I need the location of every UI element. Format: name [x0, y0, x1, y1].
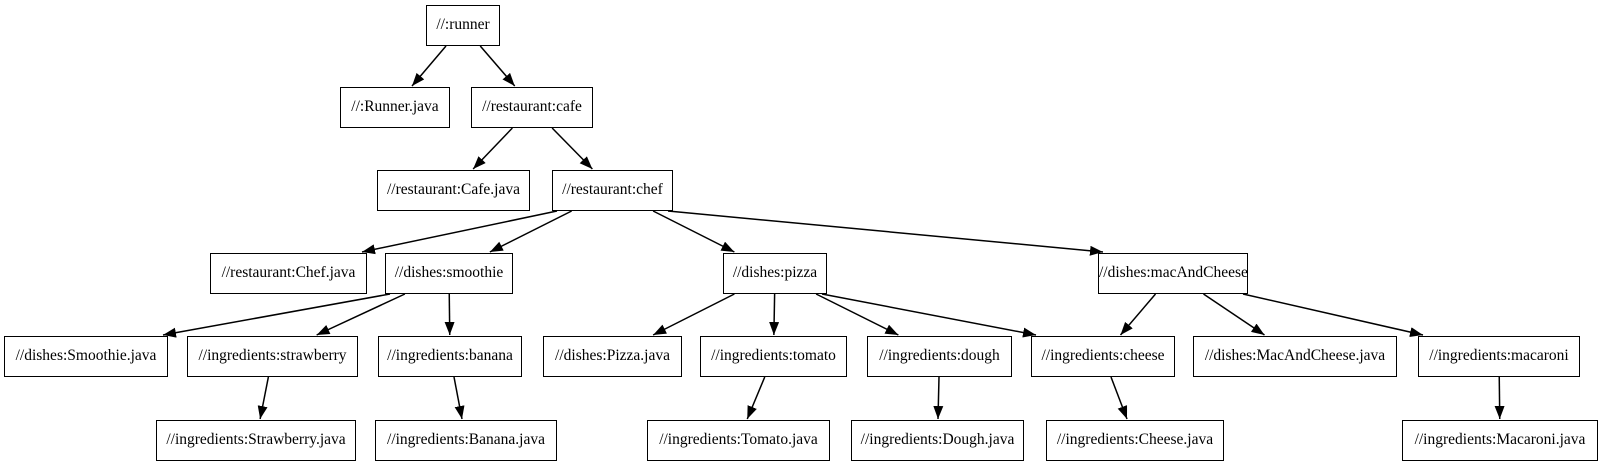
node-macaroni-java: //ingredients:Macaroni.java — [1402, 420, 1598, 461]
node-runner: //:runner — [426, 5, 500, 46]
node-pizza-java: //dishes:Pizza.java — [543, 336, 682, 377]
node-tomato: //ingredients:tomato — [700, 336, 847, 377]
node-chef: //restaurant:chef — [552, 170, 673, 211]
node-runner-java: //:Runner.java — [340, 87, 450, 128]
edge-mac_and_cheese-to-macaroni — [1242, 293, 1424, 337]
edge-smoothie-to-smoothie_java — [162, 293, 391, 338]
edge-runner-to-runner_java — [411, 45, 447, 87]
edge-pizza-to-cheese — [821, 293, 1037, 338]
edge-runner-to-cafe — [479, 45, 516, 87]
edge-chef-to-chef_java — [361, 210, 558, 255]
node-chef-java: //restaurant:Chef.java — [210, 253, 367, 294]
node-cafe-java: //restaurant:Cafe.java — [377, 170, 530, 211]
edge-smoothie-to-strawberry — [316, 293, 406, 336]
edge-tomato-to-tomato_java — [746, 376, 766, 420]
edge-cafe-to-chef — [551, 127, 593, 170]
edge-chef-to-pizza — [652, 210, 735, 253]
edge-mac_and_cheese-to-mac_and_cheese_java — [1203, 293, 1265, 336]
edge-smoothie-to-banana — [444, 293, 455, 336]
edge-mac_and_cheese-to-cheese — [1119, 293, 1157, 336]
edges-group — [162, 45, 1505, 420]
node-dough: //ingredients:dough — [867, 336, 1012, 377]
edge-pizza-to-tomato — [769, 293, 780, 336]
edge-banana-to-banana_java — [453, 376, 465, 420]
node-macaroni: //ingredients:macaroni — [1418, 336, 1580, 377]
node-cafe: //restaurant:cafe — [471, 87, 593, 128]
node-cheese: //ingredients:cheese — [1031, 336, 1175, 377]
node-strawberry-java: //ingredients:Strawberry.java — [156, 420, 356, 461]
edge-cafe-to-cafe_java — [472, 127, 513, 170]
node-pizza: //dishes:pizza — [723, 253, 827, 294]
edge-chef-to-smoothie — [489, 210, 572, 253]
edge-dough-to-dough_java — [933, 376, 944, 420]
node-tomato-java: //ingredients:Tomato.java — [647, 420, 830, 461]
node-mac-and-cheese: //dishes:macAndCheese — [1098, 253, 1248, 294]
edge-pizza-to-pizza_java — [652, 293, 735, 336]
node-dough-java: //ingredients:Dough.java — [851, 420, 1024, 461]
edge-chef-to-mac_and_cheese — [667, 210, 1104, 256]
node-mac-and-cheese-java: //dishes:MacAndCheese.java — [1193, 336, 1397, 377]
node-banana: //ingredients:banana — [378, 336, 522, 377]
node-smoothie: //dishes:smoothie — [385, 253, 513, 294]
node-cheese-java: //ingredients:Cheese.java — [1046, 420, 1224, 461]
edge-macaroni-to-macaroni_java — [1494, 376, 1505, 420]
edge-strawberry-to-strawberry_java — [257, 376, 270, 420]
node-smoothie-java: //dishes:Smoothie.java — [4, 336, 168, 377]
node-banana-java: //ingredients:Banana.java — [375, 420, 557, 461]
node-strawberry: //ingredients:strawberry — [187, 336, 358, 377]
edge-cheese-to-cheese_java — [1110, 376, 1128, 420]
edge-pizza-to-dough — [815, 293, 899, 336]
